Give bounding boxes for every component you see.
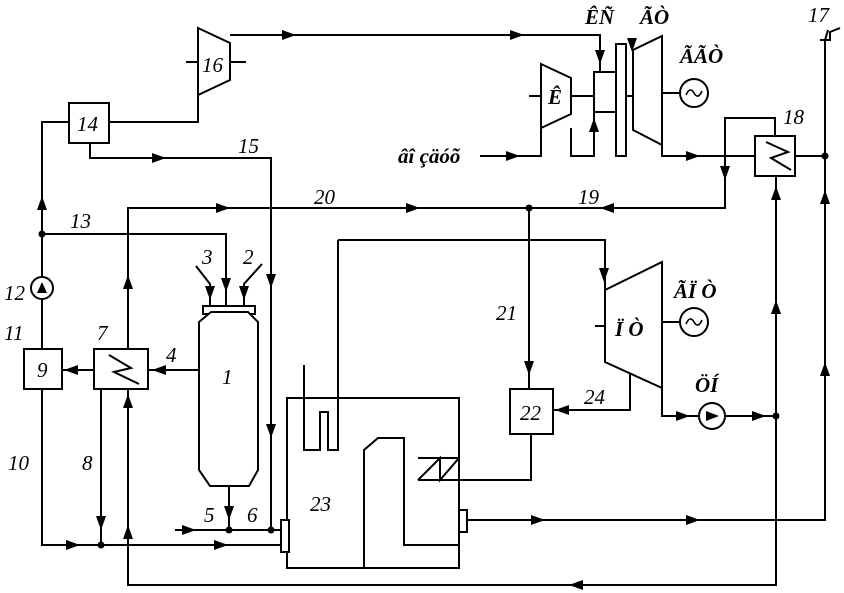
label-15: 15 — [238, 134, 259, 158]
label-gt-generator: ÃÃÒ — [678, 44, 723, 68]
label-13: 13 — [70, 209, 91, 233]
label-5: 5 — [204, 503, 215, 527]
air-compressor — [529, 62, 572, 130]
label-air-inlet: âî çäóõ — [398, 144, 461, 168]
compressor-16 — [186, 26, 246, 97]
label-combustion-chamber: ÊÑ — [584, 5, 615, 29]
label-21: 21 — [496, 301, 517, 325]
st-generator — [662, 307, 709, 337]
label-11: 11 — [4, 321, 23, 345]
label-3: 3 — [201, 245, 213, 269]
heat-exchanger-18 — [754, 135, 796, 177]
combustion-chamber-ks — [593, 71, 617, 113]
label-feed-pump: ÖÍ — [695, 373, 720, 397]
gasifier-vessel-1 — [198, 305, 259, 487]
label-steam-turbine: Ï Ò — [614, 317, 644, 341]
label-7: 7 — [97, 321, 109, 345]
label-16: 16 — [202, 53, 224, 77]
boiler-23 — [280, 240, 468, 569]
label-12: 12 — [4, 281, 26, 305]
label-compressor: Ê — [547, 85, 562, 109]
label-22: 22 — [520, 401, 542, 425]
label-20: 20 — [314, 185, 336, 209]
label-9: 9 — [37, 358, 48, 382]
label-17: 17 — [808, 3, 831, 27]
arrowheads — [37, 30, 830, 590]
pump-12 — [30, 276, 54, 300]
label-6: 6 — [247, 503, 258, 527]
gas-turbine — [632, 34, 663, 147]
label-24: 24 — [584, 385, 606, 409]
label-23: 23 — [310, 492, 331, 516]
label-st-generator: ÃÏ Ò — [672, 279, 717, 303]
gt-generator — [662, 78, 709, 108]
label-18: 18 — [783, 105, 805, 129]
heat-exchanger-7 — [93, 348, 149, 390]
gt-combustor-casing — [615, 43, 627, 157]
label-gas-turbine: ÃÒ — [638, 5, 669, 29]
label-8: 8 — [82, 451, 93, 475]
label-10: 10 — [8, 451, 30, 475]
label-1: 1 — [222, 365, 233, 389]
unit-22-box — [509, 388, 554, 435]
label-14: 14 — [77, 112, 99, 136]
label-4: 4 — [166, 343, 177, 367]
label-2: 2 — [243, 245, 254, 269]
label-19: 19 — [578, 185, 600, 209]
junction-dots — [38, 152, 829, 549]
feed-pump — [698, 402, 726, 430]
